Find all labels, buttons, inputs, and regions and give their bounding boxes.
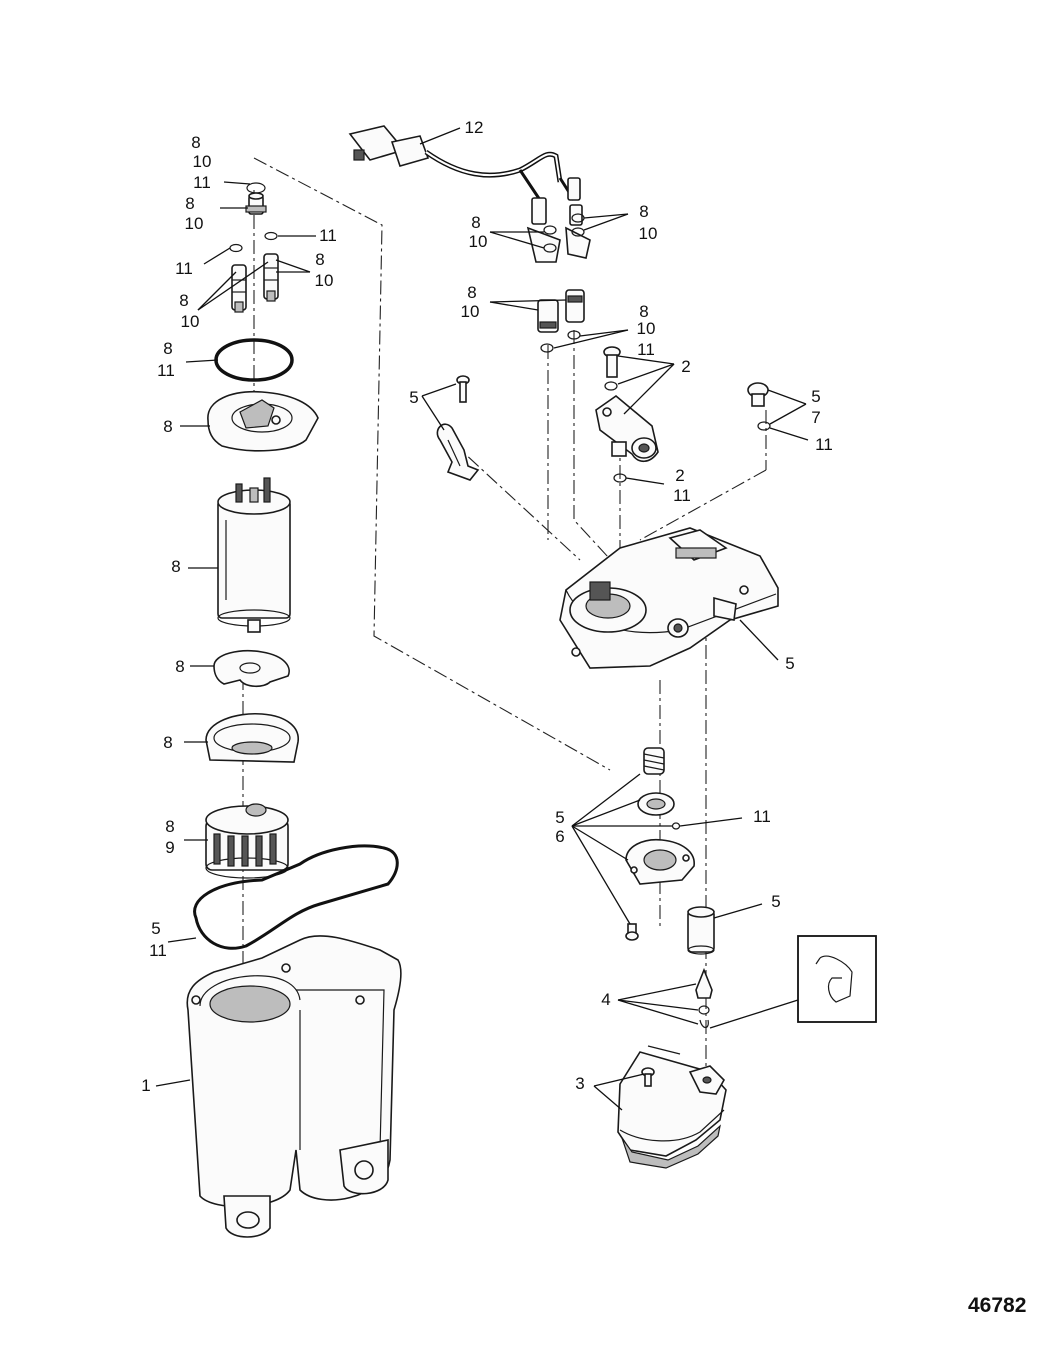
callout-label: 12: [465, 118, 484, 137]
bowl-screw: [641, 1067, 655, 1087]
callout-label: 7: [811, 408, 820, 427]
callout-label: 2: [675, 466, 684, 485]
float-bowl: [617, 1045, 727, 1169]
regulator-cover: [625, 838, 695, 885]
fuel-reservoir: [186, 935, 402, 1238]
callout-label: 8: [163, 339, 172, 358]
callout-label: 5: [811, 387, 820, 406]
wiring-harness: [348, 125, 583, 226]
callout-label: 11: [193, 173, 211, 192]
callout-label: 1: [141, 1076, 150, 1095]
banjo-fitting: [595, 394, 659, 463]
pump-cap: [207, 390, 319, 452]
callout-label: 5: [409, 388, 418, 407]
callout-label: 8: [315, 250, 324, 269]
callout-label: 10: [639, 224, 658, 243]
callout-label: 5: [771, 892, 780, 911]
callout-label: 10: [185, 214, 204, 233]
vapor-separator-housing: [559, 527, 779, 669]
callout-label: 10: [461, 302, 480, 321]
small-o-ring: [264, 231, 278, 241]
regulator-diaphragm: [637, 792, 675, 816]
callout-label: 11: [815, 435, 833, 454]
callout-label: 8: [191, 133, 200, 152]
needle-valve: [695, 967, 713, 1029]
reservoir-gasket: [193, 844, 399, 950]
leader-lines: [155, 127, 809, 1111]
callout-label: 11: [157, 361, 175, 380]
callout-label: 10: [181, 312, 200, 331]
callout-label: 9: [165, 838, 174, 857]
banjo-bolt: [603, 346, 621, 391]
fuel-filter: [205, 803, 289, 879]
callout-label: 8: [171, 557, 180, 576]
callout-label: 4: [601, 990, 610, 1009]
callout-label: 8: [165, 817, 174, 836]
figure-number: 46782: [968, 1294, 1026, 1317]
float-spring: [643, 747, 665, 775]
harness-terminals: [526, 213, 591, 263]
regulator-screw: [625, 923, 639, 941]
callout-label: 8: [175, 657, 184, 676]
callout-label: 11: [753, 807, 771, 826]
terminal-connector: [231, 264, 247, 313]
float-sleeve: [687, 906, 715, 955]
solenoid-terminals: [537, 289, 585, 353]
callout-label: 11: [149, 941, 167, 960]
callout-label: 8: [471, 213, 480, 232]
outlet-fitting: [245, 192, 267, 215]
callout-label: 10: [193, 152, 212, 171]
vent-cap: [747, 382, 771, 431]
callout-label: 11: [637, 340, 655, 359]
callout-label: 2: [681, 357, 690, 376]
pump-retainer: [213, 650, 290, 688]
mounting-screw: [456, 375, 470, 403]
callout-label: 5: [555, 808, 564, 827]
small-o-ring: [229, 243, 243, 253]
callout-label: 8: [179, 291, 188, 310]
hose-bracket: [436, 423, 480, 481]
callout-label: 8: [163, 417, 172, 436]
terminal-connector: [263, 253, 279, 302]
callout-label: 5: [785, 654, 794, 673]
callout-label: 8: [467, 283, 476, 302]
callout-label: 10: [637, 319, 656, 338]
callout-label: 10: [315, 271, 334, 290]
callout-label: 11: [319, 226, 337, 245]
small-o-ring: [671, 822, 681, 830]
fuel-pump-motor: [217, 477, 291, 633]
callout-label: 8: [639, 302, 648, 321]
callout-label: 8: [639, 202, 648, 221]
callout-label: 10: [469, 232, 488, 251]
callout-labels: 8 10 11 8 10 11 11 8 10 8 10 8 11 8 8 8 …: [141, 118, 833, 1095]
callout-label: 8: [163, 733, 172, 752]
callout-label: 5: [151, 919, 160, 938]
callout-label: 11: [175, 259, 193, 278]
filter-housing-ring: [205, 712, 299, 763]
callout-label: 3: [575, 1074, 584, 1093]
callout-label: 8: [185, 194, 194, 213]
callout-label: 6: [555, 827, 564, 846]
callout-label: 11: [673, 486, 691, 505]
clip-detail-inset: [797, 935, 877, 1023]
